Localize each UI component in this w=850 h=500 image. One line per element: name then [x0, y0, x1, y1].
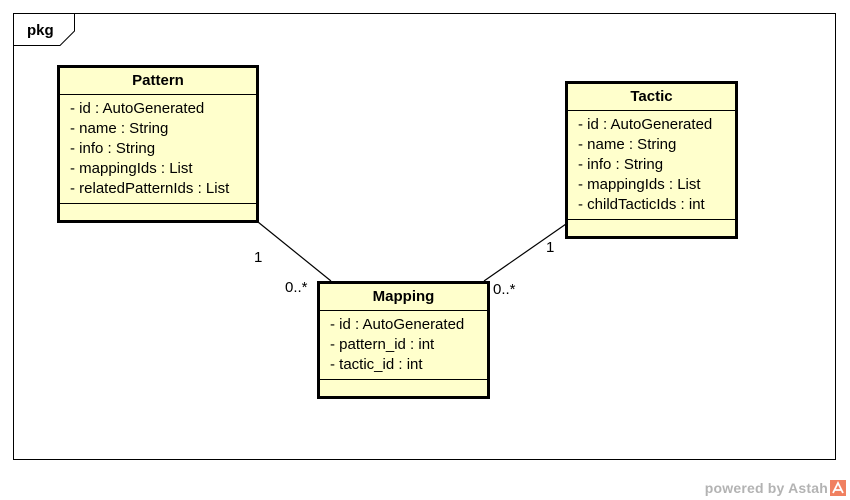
multiplicity-tactic-end: 1	[546, 239, 555, 256]
class-mapping-name: Mapping	[320, 284, 487, 311]
class-mapping-operations	[320, 380, 487, 392]
multiplicity-pattern-end: 1	[254, 249, 263, 266]
class-tactic-name: Tactic	[568, 84, 735, 111]
multiplicity-mapping-pattern-end: 0..*	[285, 279, 308, 296]
package-tab: pkg	[13, 13, 75, 46]
attribute: - name : String	[70, 120, 169, 137]
attribute: - name : String	[578, 136, 677, 153]
attribute: - info : String	[578, 156, 664, 173]
class-pattern-operations	[60, 204, 256, 216]
class-pattern[interactable]: Pattern - id : AutoGenerated - name : St…	[57, 65, 259, 223]
association-tactic-mapping[interactable]	[483, 223, 567, 282]
astah-logo-icon	[830, 480, 846, 496]
attribute: - id : AutoGenerated	[578, 116, 713, 133]
package-label: pkg	[27, 22, 54, 39]
class-tactic-attributes: - id : AutoGenerated - name : String - i…	[568, 111, 735, 220]
package-tab-outline	[13, 13, 75, 46]
class-tactic[interactable]: Tactic - id : AutoGenerated - name : Str…	[565, 81, 738, 239]
attribute: - tactic_id : int	[330, 356, 423, 373]
class-tactic-operations	[568, 220, 735, 232]
attribute: - pattern_id : int	[330, 336, 435, 353]
association-pattern-mapping[interactable]	[257, 221, 332, 282]
multiplicity-mapping-tactic-end: 0..*	[493, 281, 516, 298]
class-pattern-name: Pattern	[60, 68, 256, 95]
package-frame	[13, 13, 836, 460]
class-pattern-attributes: - id : AutoGenerated - name : String - i…	[60, 95, 256, 204]
attribute: - childTacticIds : int	[578, 196, 705, 213]
attribute: - mappingIds : List	[70, 160, 193, 177]
attribute: - mappingIds : List	[578, 176, 701, 193]
class-mapping-attributes: - id : AutoGenerated - pattern_id : int …	[320, 311, 487, 380]
class-mapping[interactable]: Mapping - id : AutoGenerated - pattern_i…	[317, 281, 490, 399]
attribute: - relatedPatternIds : List	[70, 180, 230, 197]
powered-by-text: powered by Astah	[704, 480, 828, 496]
attribute: - id : AutoGenerated	[70, 100, 205, 117]
attribute: - info : String	[70, 140, 156, 157]
attribute: - id : AutoGenerated	[330, 316, 465, 333]
